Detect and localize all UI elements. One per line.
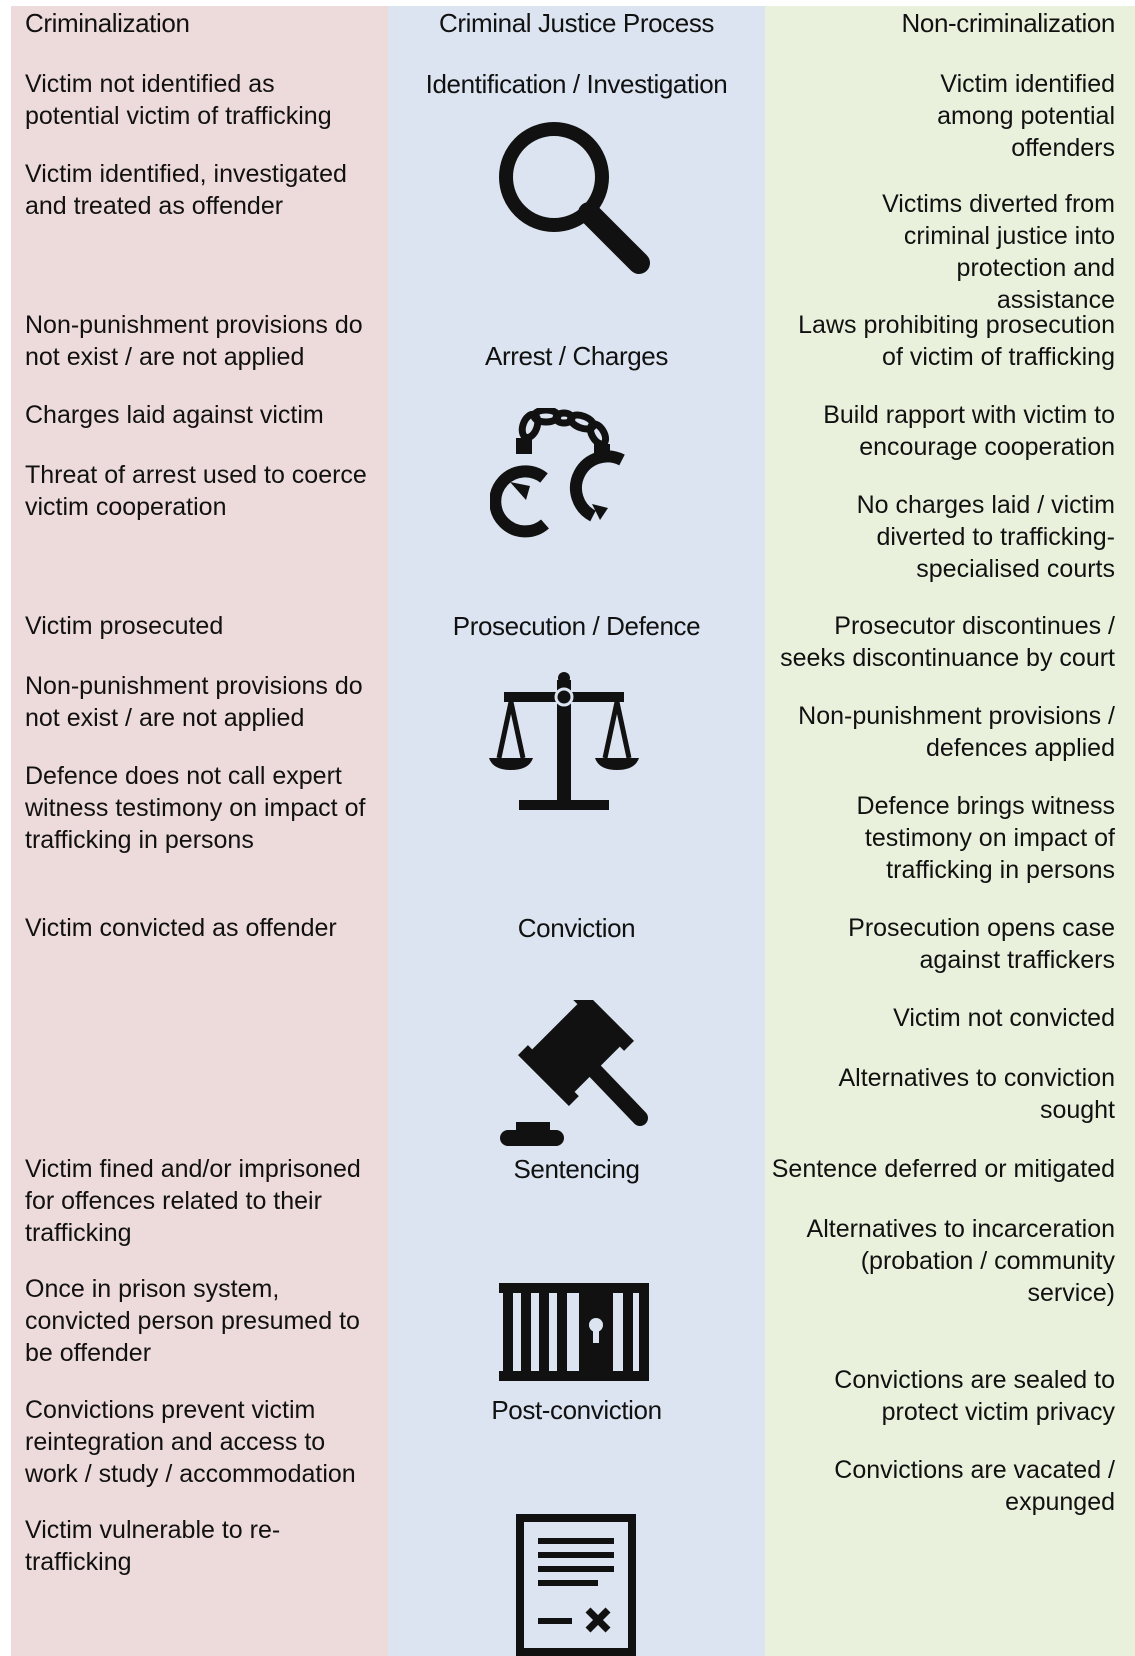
stage-prosecution-defence: Prosecution / Defence: [452, 611, 701, 641]
left-item-re-trafficking: Victim vulnerable to re- trafficking: [25, 1516, 281, 1576]
handcuffs-icon: [490, 408, 660, 548]
right-item-alternatives-to-incarceration: Alternatives to incarceration (probation…: [806, 1215, 1115, 1307]
non-criminalization-column: [765, 0, 1135, 1656]
right-item-prosecutor-discontinues: Prosecutor discontinues / seeks disconti…: [780, 612, 1115, 672]
right-item-alternatives-to-conviction: Alternatives to conviction sought: [838, 1064, 1115, 1124]
right-item-sentence-deferred: Sentence deferred or mitigated: [771, 1155, 1115, 1183]
top-strip: [0, 0, 1135, 6]
stage-post-conviction: Post-conviction: [491, 1395, 662, 1425]
prison-bars-icon: [499, 1283, 649, 1383]
right-item-not-convicted: Victim not convicted: [893, 1004, 1115, 1032]
left-item-victim-prosecuted: Victim prosecuted: [25, 612, 224, 640]
scales-icon: [489, 670, 639, 820]
magnifier-icon: [494, 115, 654, 275]
right-item-defence-witness: Defence brings witness testimony on impa…: [856, 792, 1115, 884]
right-item-laws-prohibiting: Laws prohibiting prosecution of victim o…: [798, 311, 1115, 371]
left-item-convicted: Victim convicted as offender: [25, 914, 337, 942]
right-item-no-charges: No charges laid / victim diverted to tra…: [856, 491, 1115, 583]
left-item-victim-not-identified: Victim not identified as potential victi…: [25, 70, 332, 130]
stage-arrest-charges: Arrest / Charges: [485, 341, 668, 371]
criminal-justice-process-header: Criminal Justice Process: [438, 8, 715, 38]
left-item-fined-imprisoned: Victim fined and/or imprisoned for offen…: [25, 1155, 361, 1247]
left-item-presumed-offender: Once in prison system, convicted person …: [25, 1275, 360, 1367]
stage-sentencing: Sentencing: [513, 1154, 640, 1184]
stage-conviction: Conviction: [517, 913, 636, 943]
stage-identification-investigation: Identification / Investigation: [425, 69, 728, 99]
right-item-identified-among-offenders: Victim identified among potential offend…: [937, 70, 1115, 162]
right-item-non-punishment-applied: Non-punishment provisions / defences app…: [798, 702, 1115, 762]
right-item-build-rapport: Build rapport with victim to encourage c…: [823, 401, 1115, 461]
left-item-treated-as-offender: Victim identified, investigated and trea…: [25, 160, 347, 220]
gavel-icon: [494, 1000, 654, 1160]
right-item-case-against-traffickers: Prosecution opens case against trafficke…: [848, 914, 1115, 974]
left-item-threat-of-arrest: Threat of arrest used to coerce victim c…: [25, 461, 367, 521]
left-item-non-punishment-2: Non-punishment provisions do not exist /…: [25, 672, 363, 732]
criminalization-header: Criminalization: [25, 8, 190, 38]
non-criminalization-header: Non-criminalization: [901, 8, 1116, 38]
left-item-non-punishment-1: Non-punishment provisions do not exist /…: [25, 311, 363, 371]
right-item-convictions-vacated: Convictions are vacated / expunged: [834, 1456, 1115, 1516]
left-item-no-expert-witness: Defence does not call expert witness tes…: [25, 762, 366, 854]
left-item-charges-laid: Charges laid against victim: [25, 401, 324, 429]
document-icon: [516, 1514, 636, 1656]
right-item-diverted: Victims diverted from criminal justice i…: [882, 190, 1115, 314]
left-item-reintegration-prevented: Convictions prevent victim reintegration…: [25, 1396, 356, 1488]
criminalization-column: [11, 0, 388, 1656]
right-item-convictions-sealed: Convictions are sealed to protect victim…: [834, 1366, 1115, 1426]
